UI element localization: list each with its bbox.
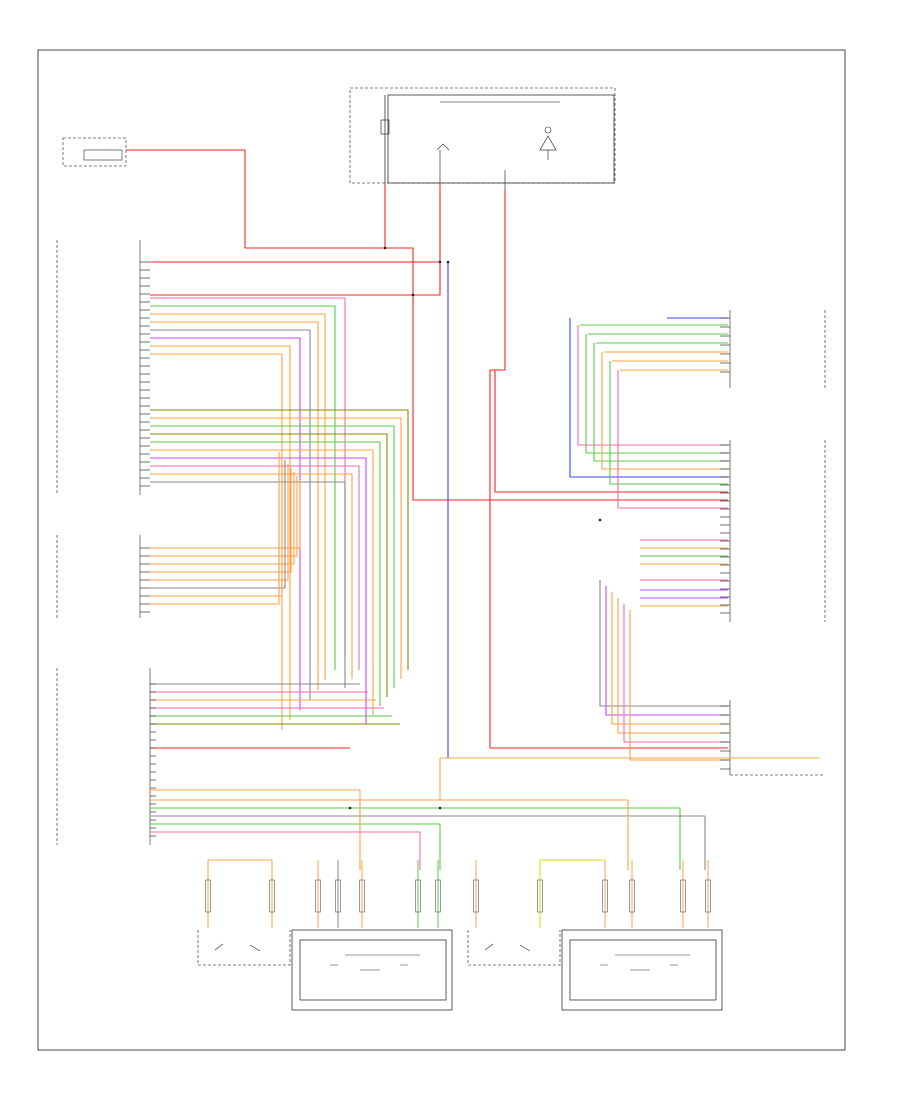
wire-left-mid-3 — [150, 433, 388, 697]
wire-left-block2-4 — [150, 464, 289, 581]
wire-left-mid-7 — [150, 465, 360, 670]
wire-bus-pink — [150, 831, 421, 870]
bottom-left-motor-1 — [291, 929, 453, 1011]
wire-left-mid-6 — [150, 457, 367, 724]
wire-left-block2-6 — [150, 456, 283, 597]
wire-left-upper-3 — [150, 321, 319, 690]
wire-layer — [126, 149, 820, 928]
splice-dot — [446, 260, 450, 264]
wire-sleeve — [537, 879, 543, 913]
wire-left-block2-1 — [150, 476, 298, 557]
wire-blue-right — [569, 318, 728, 478]
pin-layer — [140, 246, 730, 913]
wire-left-mid-8 — [150, 473, 353, 679]
wire-sleeve — [415, 879, 421, 913]
splice-dot — [348, 806, 352, 810]
wire-left-upper-0 — [150, 297, 346, 660]
wire-right-bottom-2 — [611, 592, 728, 725]
wire-sleeve — [315, 879, 321, 913]
wire-left-mid-1 — [150, 417, 402, 679]
right-module-upper — [729, 310, 826, 388]
wire-red-right-low — [489, 190, 728, 749]
wire-sleeve — [629, 879, 635, 913]
wire-left-upper-1 — [150, 305, 336, 670]
wire-sleeve — [705, 879, 711, 913]
component-top-left — [62, 137, 127, 167]
wire-sleeve — [602, 879, 608, 913]
splice-dot — [411, 293, 415, 297]
right-module-middle — [729, 440, 826, 622]
wire-bus-orange — [150, 799, 629, 870]
wire-left-mid-2 — [150, 425, 395, 688]
wire-red-right-mid — [494, 370, 728, 493]
right-module-lower — [729, 700, 825, 776]
wire-red-feed-top — [126, 149, 385, 249]
wire-right-mid-5 — [617, 370, 728, 509]
wire-left-mid-0 — [150, 409, 409, 670]
wire-left-mid-5 — [150, 449, 374, 715]
wire-right-mid-0 — [577, 325, 728, 446]
wire-right-mid-4 — [609, 361, 728, 485]
wire-left-upper-4 — [150, 329, 311, 700]
wire-sleeve — [269, 879, 275, 913]
wire-left-block2-7 — [150, 452, 280, 605]
bottom-right-motor-1 — [561, 929, 723, 1011]
wire-left-upper-7 — [150, 353, 283, 730]
wire-bus-gray — [150, 815, 706, 870]
splice-dot — [383, 246, 387, 250]
left-module-middle — [56, 535, 141, 618]
wire-sleeve — [435, 879, 441, 913]
wire-left-mid-4 — [150, 441, 381, 706]
wire-left-upper-6 — [150, 345, 291, 720]
wire-left-block2-3 — [150, 468, 292, 573]
splice-dot — [598, 518, 602, 522]
wire-red-loop — [150, 261, 441, 296]
wire-right-bottom-3 — [617, 598, 728, 734]
fuse-box-top — [349, 87, 616, 190]
wire-sleeve — [680, 879, 686, 913]
wire-left-block2-0 — [150, 480, 301, 549]
wire-sleeve — [335, 879, 341, 913]
wire-right-mid-3 — [601, 352, 728, 470]
wire-red-main — [384, 185, 728, 501]
wire-right-bottom-1 — [605, 586, 728, 716]
diagram-frame — [37, 49, 846, 1051]
wire-right-bottom-4 — [623, 604, 728, 743]
wire-bus-green — [150, 807, 681, 870]
left-module-lower — [56, 668, 151, 845]
wire-sleeve — [205, 879, 211, 913]
bottom-left-switch — [197, 930, 291, 966]
wire-bus-green-2 — [150, 823, 441, 870]
left-module-upper — [56, 240, 141, 495]
wire-right-bottom-0 — [599, 580, 728, 707]
splice-dot — [438, 260, 442, 264]
wire-left-upper-2 — [150, 313, 326, 680]
wire-left-block2-5 — [150, 460, 286, 589]
wire-right-bottom-5 — [629, 610, 728, 761]
splice-dot — [438, 806, 442, 810]
bottom-right-switch — [467, 930, 561, 966]
wire-sleeve — [359, 879, 365, 913]
wire-left-block2-2 — [150, 472, 295, 565]
wire-left-mid-9 — [150, 481, 346, 688]
wire-right-mid-2 — [593, 343, 728, 462]
wire-sleeve — [473, 879, 479, 913]
wire-left-upper-5 — [150, 337, 301, 710]
wire-right-mid-1 — [585, 334, 728, 454]
wire-bus-orange-2 — [150, 789, 361, 870]
